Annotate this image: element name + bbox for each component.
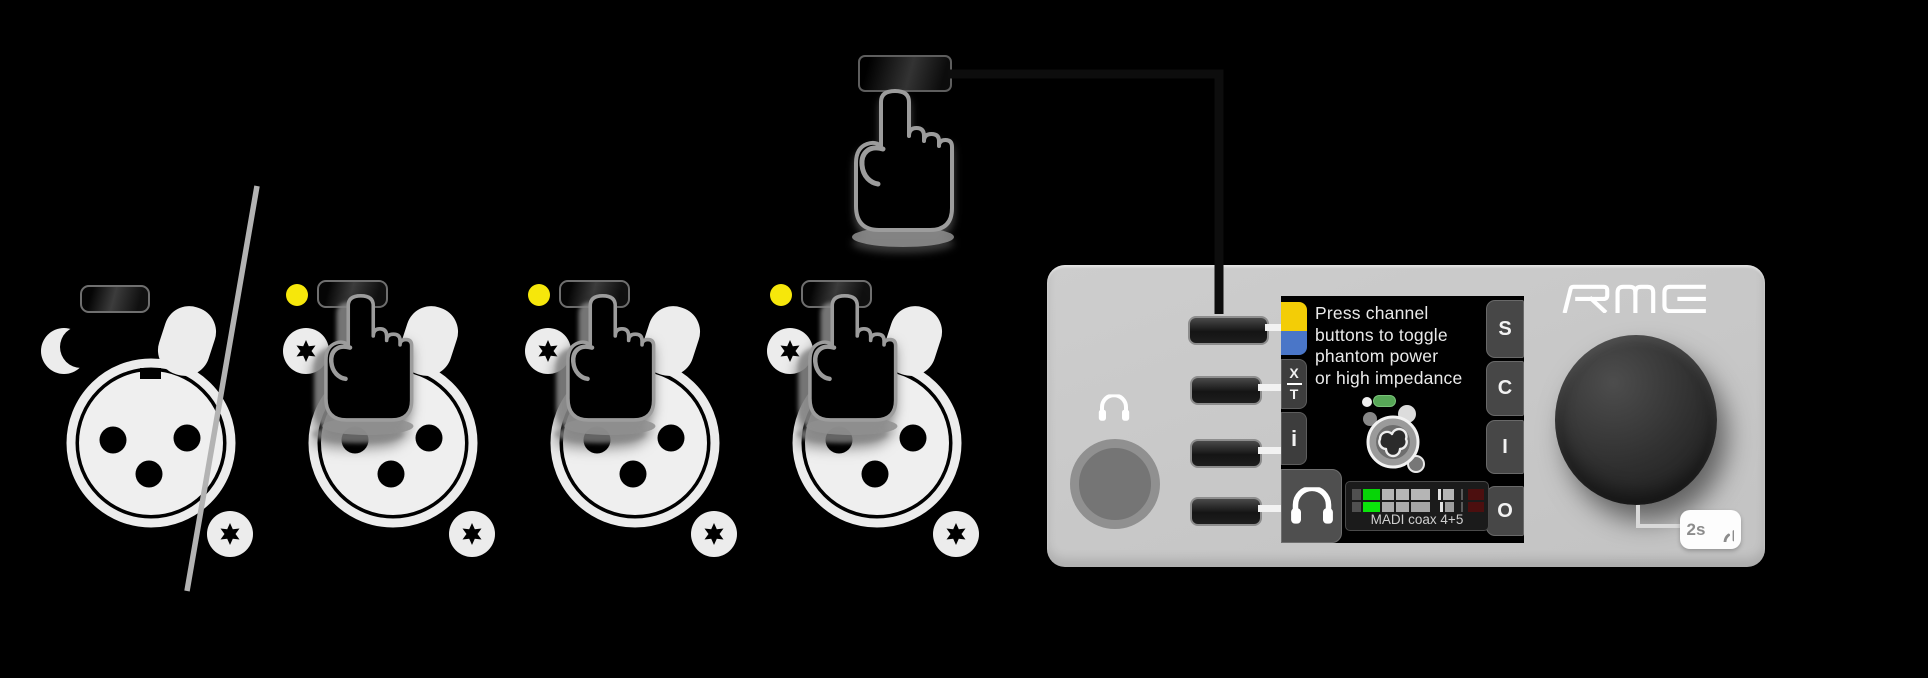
meter-segment [1382, 489, 1394, 500]
rotary-encoder-knob[interactable] [1555, 335, 1717, 505]
hand-press-icon [317, 293, 417, 437]
remote-channel-button[interactable] [858, 55, 952, 92]
meter-segment [1352, 502, 1361, 512]
meter-segment [1461, 502, 1463, 512]
xlr-latch-icon [883, 306, 943, 376]
display-screen: Press channel buttons to toggle phantom … [1281, 296, 1524, 543]
softkey-s: S [1486, 300, 1524, 358]
meter-segment [1468, 502, 1484, 512]
softkey-c: C [1486, 361, 1524, 416]
divider [1286, 383, 1302, 385]
toggle-switch-icon [1373, 395, 1396, 407]
torx-screw-icon [449, 511, 495, 557]
mic-input-4 [756, 150, 998, 600]
power-icon [1710, 518, 1734, 542]
meter-segment [1382, 502, 1394, 512]
combo-jack-icon [1363, 405, 1425, 473]
meter-segment [1445, 502, 1454, 512]
meter-segment [1411, 489, 1430, 500]
button-link-line [1258, 505, 1281, 512]
xlr-pin-hole [135, 460, 163, 488]
softkey-o: O [1486, 486, 1524, 536]
device-button-4[interactable] [1190, 497, 1262, 526]
hand-press-icon [801, 293, 901, 437]
meter-segment [1440, 502, 1443, 512]
headphones-icon [1290, 487, 1334, 525]
channel-button[interactable] [80, 285, 150, 313]
tab-channel-colors [1281, 302, 1307, 355]
xlr-pin-hole [657, 424, 685, 452]
device-button-2[interactable] [1190, 376, 1262, 405]
source-label: MADI coax 4+5 [1370, 512, 1464, 527]
xlr-latch-icon [399, 306, 459, 376]
xlr-pin-hole [415, 424, 443, 452]
meter-segment [1352, 489, 1361, 500]
headphones-icon [1098, 393, 1130, 423]
tab-xt-top-label: X [1289, 365, 1299, 381]
meter-segment [1396, 502, 1409, 512]
xlr-pin-hole [861, 460, 889, 488]
screen-message: Press channel buttons to toggle phantom … [1315, 303, 1463, 388]
xlr-latch-icon [641, 306, 701, 376]
phantom-led [528, 284, 550, 306]
power-callout-line [1636, 524, 1682, 528]
screw-crescent-icon [41, 326, 102, 374]
device-front-panel: Press channel buttons to toggle phantom … [1047, 265, 1765, 567]
level-meter: MADI coax 4+5 [1345, 481, 1489, 531]
yellow-swatch [1281, 302, 1307, 331]
blue-swatch [1281, 331, 1307, 355]
device-button-3[interactable] [1190, 439, 1262, 468]
tab-info: i [1281, 412, 1307, 465]
hand-press-icon [846, 88, 958, 249]
headphone-jack [1070, 439, 1160, 529]
meter-segment [1396, 489, 1409, 500]
mic-input-2 [272, 150, 514, 600]
button-link-line [1258, 447, 1281, 454]
mic-input-1 [30, 150, 272, 600]
phantom-led [770, 284, 792, 306]
torx-screw-icon [207, 511, 253, 557]
meter-segment [1461, 489, 1463, 500]
hand-press-icon [559, 293, 659, 437]
tab-headphone-output [1281, 469, 1342, 543]
phantom-led [286, 284, 308, 306]
meter-segment [1443, 489, 1454, 500]
button-link-line [1265, 324, 1281, 331]
torx-screw-icon [933, 511, 979, 557]
meter-segment [1438, 489, 1441, 500]
torx-screw-icon [767, 328, 813, 374]
button-link-line [1258, 384, 1281, 391]
mic-input-3 [514, 150, 756, 600]
rme-logo [1562, 284, 1706, 313]
xlr-pin-hole [173, 424, 201, 452]
xlr-keyway-notch [140, 368, 161, 379]
xlr-pin-hole [377, 460, 405, 488]
power-hold-label: 2s [1686, 519, 1706, 539]
torx-screw-icon [691, 511, 737, 557]
meter-segment [1363, 502, 1380, 512]
tab-xt-bottom-label: T [1289, 386, 1299, 402]
meter-segment [1468, 489, 1484, 500]
xlr-pin-hole [619, 460, 647, 488]
device-button-1[interactable] [1188, 316, 1269, 345]
xlr-pin-hole [99, 426, 127, 454]
meter-segment [1411, 502, 1430, 512]
torx-screw-icon [283, 328, 329, 374]
meter-segment [1363, 489, 1380, 500]
tab-xt: X T [1281, 359, 1307, 409]
toggle-dot-icon [1362, 397, 1372, 407]
xlr-female-connector-icon [41, 306, 253, 557]
xlr-pin-hole [899, 424, 927, 452]
info-label: i [1290, 425, 1298, 451]
softkey-i: I [1486, 420, 1524, 474]
torx-screw-icon [525, 328, 571, 374]
power-hold-badge: 2s [1680, 510, 1741, 549]
power-callout-line [1636, 505, 1640, 528]
